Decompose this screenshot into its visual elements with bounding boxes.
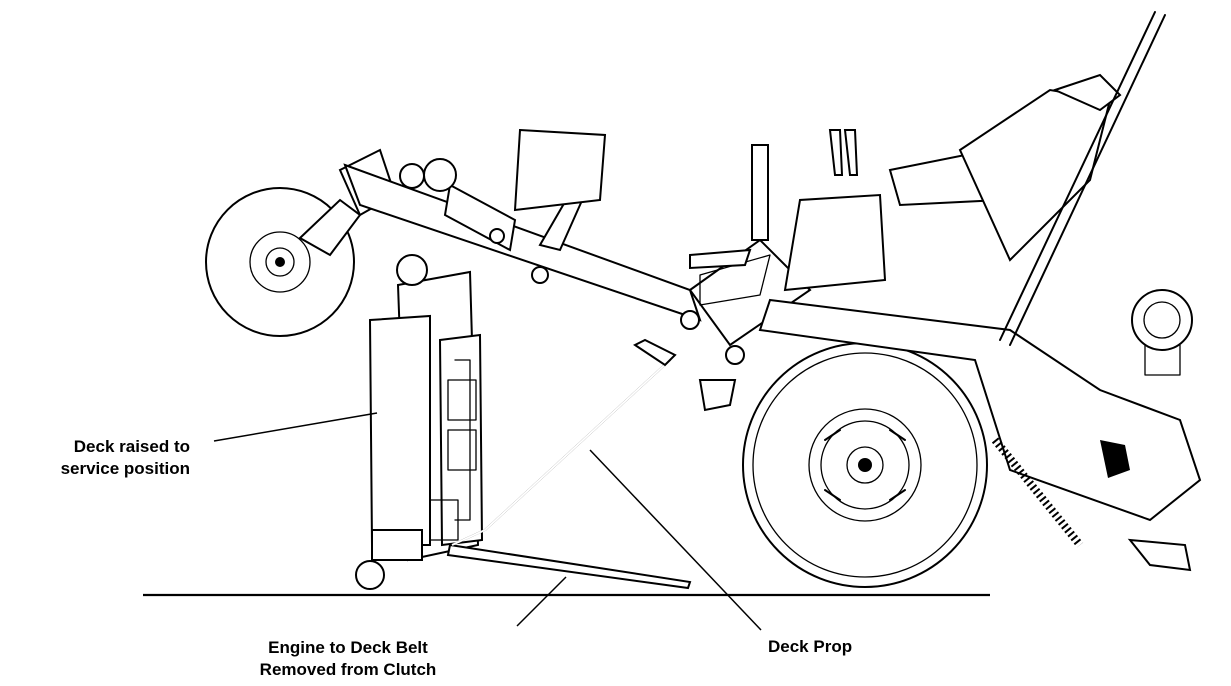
callout-deck-raised-line2: service position <box>60 459 190 478</box>
callout-deck-prop: Deck Prop <box>768 636 852 658</box>
leader-deck-prop <box>589 449 762 631</box>
leader-engine-belt <box>516 576 567 627</box>
callout-deck-raised: Deck raised to service position <box>0 436 190 480</box>
rear-drive-wheel <box>742 342 988 588</box>
callout-engine-belt: Engine to Deck Belt Removed from Clutch <box>228 637 468 681</box>
deck-belt <box>446 543 692 590</box>
callout-deck-prop-label: Deck Prop <box>768 637 853 656</box>
mower-deck <box>355 163 484 590</box>
deck-prop <box>451 338 677 546</box>
callout-engine-belt-line1: Engine to Deck Belt <box>268 638 428 657</box>
callout-engine-belt-line2: Removed from Clutch <box>259 660 437 679</box>
leader-deck-raised <box>213 412 378 442</box>
callout-deck-raised-line1: Deck raised to <box>73 437 190 456</box>
mower-body <box>689 11 1202 572</box>
